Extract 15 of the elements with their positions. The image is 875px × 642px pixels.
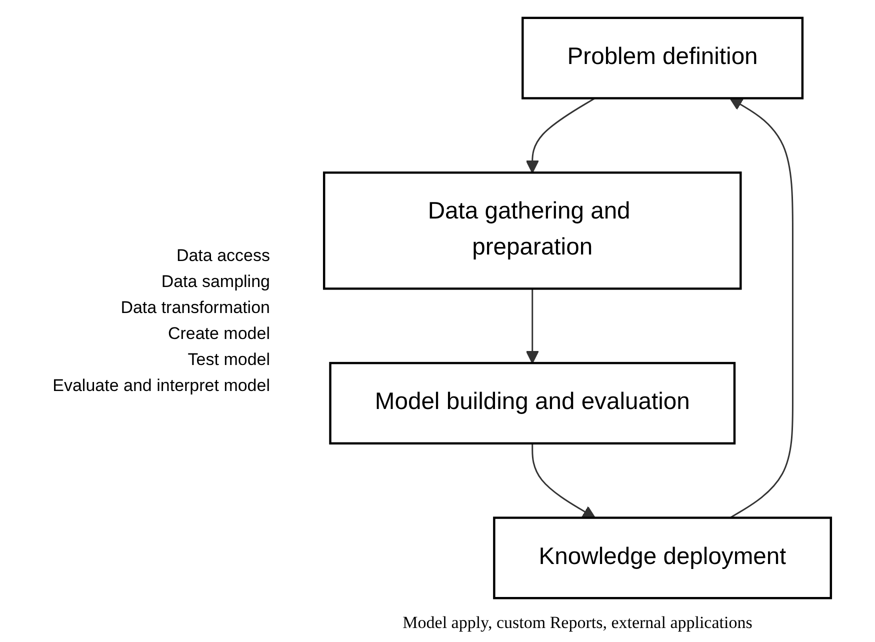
arrow (730, 98, 794, 518)
arrow (532, 443, 596, 518)
arrow (526, 98, 596, 174)
arrow (526, 288, 539, 364)
note-text: Create model (166, 324, 270, 344)
note-text: Data sampling (160, 272, 270, 292)
note-text: Evaluate and interpret model (52, 376, 270, 396)
node-box: Model building and evaluation (329, 362, 736, 444)
node-box: Data gathering and preparation (322, 172, 742, 290)
note-text: Data access (175, 246, 270, 266)
node-box: Problem definition (522, 16, 804, 100)
note-text: Data transformation (120, 298, 270, 318)
note-text: Test model (186, 350, 270, 370)
node-box: Knowledge deployment (493, 516, 832, 600)
node-caption: Model apply, custom Reports, external applications (402, 613, 752, 633)
